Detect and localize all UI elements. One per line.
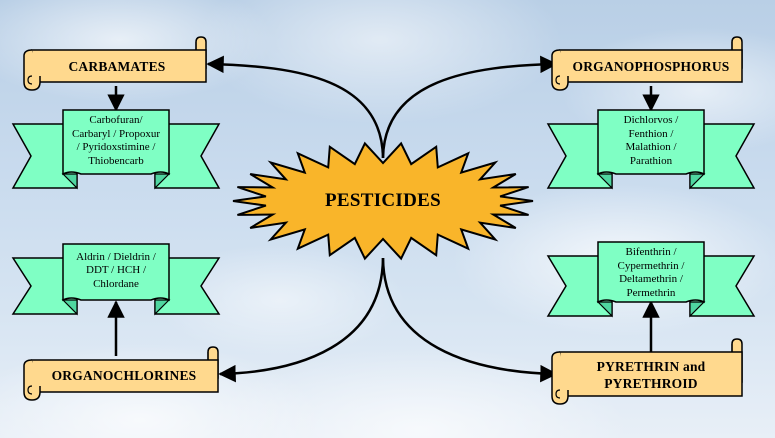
- example-fenthion: Fenthion /: [628, 127, 674, 140]
- example-carbaryl-propoxur: Carbaryl / Propoxur: [72, 127, 160, 140]
- example-bifenthrin: Bifenthrin /: [625, 246, 677, 258]
- pyrethrin-title-line-1: PYRETHRIN and: [596, 359, 706, 374]
- example-cypermethrin: Cypermethrin /: [617, 259, 685, 272]
- center-label: PESTICIDES: [325, 190, 441, 211]
- scroll-banner-pyrethrin: [551, 338, 743, 405]
- organophosphorus-examples: Dichlorvos / Fenthion / Malathion / Para…: [599, 112, 703, 170]
- organochlorines-title: ORGANOCHLORINES: [51, 367, 197, 383]
- example-carbofuran: Carbofuran/: [89, 114, 143, 126]
- example-chlordane: Chlordane: [93, 277, 139, 290]
- connector-pyrethrin: [381, 257, 558, 383]
- example-deltamethrin: Deltamethrin /: [619, 273, 683, 285]
- example-thiobencarb: Thiobencarb: [88, 154, 144, 167]
- scroll-banner-organochlorines: [23, 346, 219, 401]
- pesticides-starburst: [232, 141, 534, 261]
- pyrethrin-examples: Bifenthrin / Cypermethrin / Deltamethrin…: [599, 244, 703, 302]
- scroll-banner-organophosphorus: [551, 36, 743, 91]
- connector-carbamates: [206, 55, 385, 159]
- scroll-banner-carbamates: [23, 36, 207, 91]
- ribbon-banner-organophosphorus: [546, 109, 756, 190]
- connector-organochlorines: [218, 257, 385, 383]
- carbamates-title: CARBAMATES: [68, 58, 166, 74]
- ribbon-banner-organochlorines: [11, 243, 221, 316]
- example-permethrin: Permethrin: [626, 286, 676, 299]
- organophosphorus-title: ORGANOPHOSPHORUS: [572, 58, 730, 74]
- carbamates-examples: Carbofuran/ Carbaryl / Propoxur / Pyrido…: [64, 112, 168, 170]
- example-malathion: Malathion /: [625, 141, 677, 153]
- example-dichlorvos: Dichlorvos /: [623, 114, 679, 126]
- example-pyridoxstimine: / Pyridoxstimine /: [76, 141, 156, 153]
- organochlorines-examples: Aldrin / Dieldrin / DDT / HCH / Chlordan…: [64, 247, 168, 295]
- connector-organophosphorus: [381, 55, 558, 159]
- example-ddt-hch: DDT / HCH /: [86, 264, 146, 277]
- ribbon-banner-carbamates: [11, 109, 221, 190]
- pyrethrin-title-line-2: PYRETHROID: [604, 376, 698, 391]
- ribbon-banner-pyrethrin: [546, 241, 756, 318]
- example-aldrin-dieldrin: Aldrin / Dieldrin /: [76, 250, 156, 263]
- pyrethrin-title: PYRETHRIN and PYRETHROID: [565, 356, 737, 394]
- example-parathion: Parathion: [629, 154, 673, 167]
